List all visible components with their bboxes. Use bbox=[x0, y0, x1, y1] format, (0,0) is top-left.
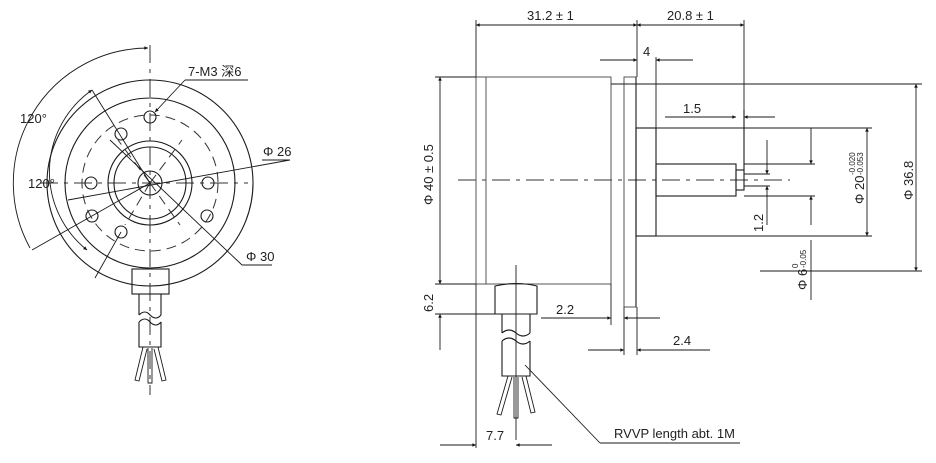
cable-note-label: RVVP length abt. 1M bbox=[614, 426, 735, 441]
pilot-tol-lower: -0.053 bbox=[856, 152, 865, 175]
front-view: 7-M3 深6 120° 120° Φ 26 Φ 30 bbox=[12, 45, 291, 395]
gap-1-label: 2.2 bbox=[556, 302, 574, 317]
shaft-tol-upper: 0 bbox=[791, 263, 800, 268]
cable-offset-label: 7.7 bbox=[486, 428, 504, 443]
dia-26-label: Φ 26 bbox=[263, 144, 291, 159]
pilot-diameter-label: Φ 20 bbox=[852, 176, 867, 204]
cable-height-label: 6.2 bbox=[421, 294, 436, 312]
shaft-flat-label: 1.5 bbox=[683, 101, 701, 116]
pilot-tol-upper: -0.020 bbox=[848, 152, 857, 175]
hole-callout-label: 7-M3 深6 bbox=[188, 64, 241, 79]
gap-2-label: 2.4 bbox=[673, 333, 691, 348]
body-diameter-label: Φ 40 ± 0.5 bbox=[421, 144, 436, 205]
body-length-label: 31.2 ± 1 bbox=[527, 8, 574, 23]
shaft-diameter-label: Φ 6 bbox=[795, 269, 810, 290]
angle-outer-label: 120° bbox=[20, 111, 47, 126]
angle-inner-label: 120° bbox=[28, 176, 55, 191]
flange-thickness-label: 4 bbox=[643, 44, 650, 59]
side-view: 31.2 ± 1 20.8 ± 1 4 1.5 Φ 40 ± 0.5 6.2 bbox=[421, 8, 922, 448]
dia-30-label: Φ 30 bbox=[246, 249, 274, 264]
flange-diameter-label: Φ 36.8 bbox=[901, 161, 916, 200]
shaft-tol-lower: -0.05 bbox=[799, 249, 808, 268]
flat-depth-label: 1.2 bbox=[751, 214, 766, 232]
shaft-length-label: 20.8 ± 1 bbox=[667, 8, 714, 23]
